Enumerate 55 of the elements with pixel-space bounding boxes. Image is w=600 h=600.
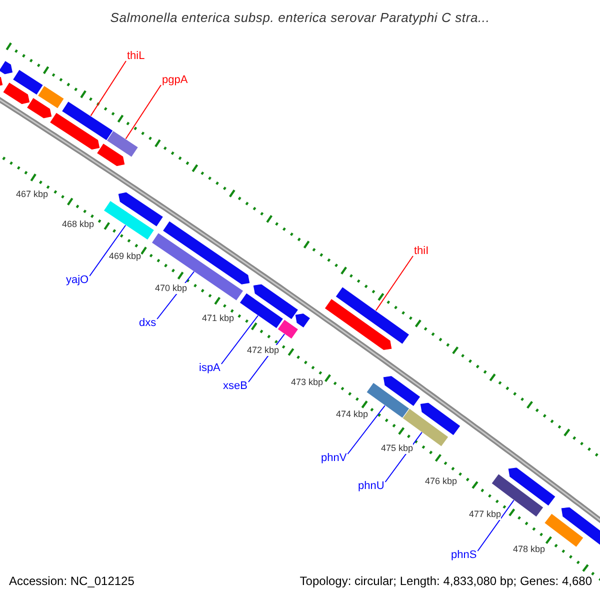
- gene-feature: [96, 142, 126, 167]
- gene-label: phnU: [358, 480, 384, 493]
- gene-feature: [324, 298, 392, 351]
- gene-feature: [151, 232, 244, 302]
- gene-feature: [37, 85, 65, 110]
- gene-label: thiI: [414, 245, 429, 258]
- gene-feature: [118, 192, 164, 228]
- gene-label: yajO: [66, 274, 89, 287]
- gene-label: thiL: [127, 50, 145, 63]
- tick-label: 473 kbp: [291, 377, 324, 388]
- gene-feature: [252, 284, 299, 320]
- leader-line: [477, 500, 514, 552]
- leader-line: [347, 405, 386, 454]
- gene-feature: [0, 60, 14, 75]
- genome-title: Salmonella enterica subsp. enterica serovar Paratyphi C stra...: [110, 9, 490, 27]
- tick-label: 471 kbp: [202, 313, 234, 324]
- gene-label: phnV: [321, 452, 347, 465]
- gene-feature: [508, 466, 556, 506]
- gene-feature: [12, 69, 44, 96]
- gene-feature: [382, 375, 421, 407]
- gene-feature: [335, 286, 410, 345]
- tick-label: 468 kbp: [62, 219, 94, 230]
- gene-feature: [294, 312, 311, 328]
- gene-feature: [49, 112, 100, 150]
- tick-label: 478 kbp: [513, 544, 546, 555]
- leader-line: [89, 224, 126, 276]
- genome-stats-text: Topology: circular; Length: 4,833,080 bp; Genes: 4,680: [300, 574, 592, 589]
- gene-label: pgpA: [162, 74, 188, 87]
- gene-label: ispA: [199, 362, 220, 375]
- gene-feature: [106, 130, 139, 158]
- gene-label: xseB: [223, 380, 248, 393]
- tick-label: 474 kbp: [336, 409, 368, 420]
- tick-label: 475 kbp: [381, 443, 414, 454]
- gene-feature: [26, 97, 52, 119]
- tick-label: 476 kbp: [425, 476, 458, 487]
- gene-feature: [420, 402, 461, 436]
- leader-line: [220, 315, 259, 364]
- tick-label: 470 kbp: [155, 283, 188, 294]
- leader-line: [90, 60, 126, 116]
- leader-line: [375, 256, 414, 311]
- gene-feature: [61, 100, 114, 142]
- tick-label: 477 kbp: [469, 509, 502, 520]
- gene-feature: [0, 76, 4, 88]
- tick-label: 467 kbp: [16, 189, 48, 200]
- tick-label: 469 kbp: [109, 251, 142, 262]
- gene-feature: [103, 200, 155, 240]
- gene-label: dxs: [139, 317, 156, 330]
- gene-feature: [162, 220, 250, 286]
- gene-label: phnS: [451, 549, 477, 562]
- tick-label: 472 kbp: [247, 345, 280, 356]
- gene-feature: [239, 292, 284, 329]
- gene-feature: [2, 82, 30, 105]
- accession-text: Accession: NC_012125: [9, 574, 134, 589]
- leader-line: [125, 84, 162, 140]
- gene-feature: [544, 512, 584, 548]
